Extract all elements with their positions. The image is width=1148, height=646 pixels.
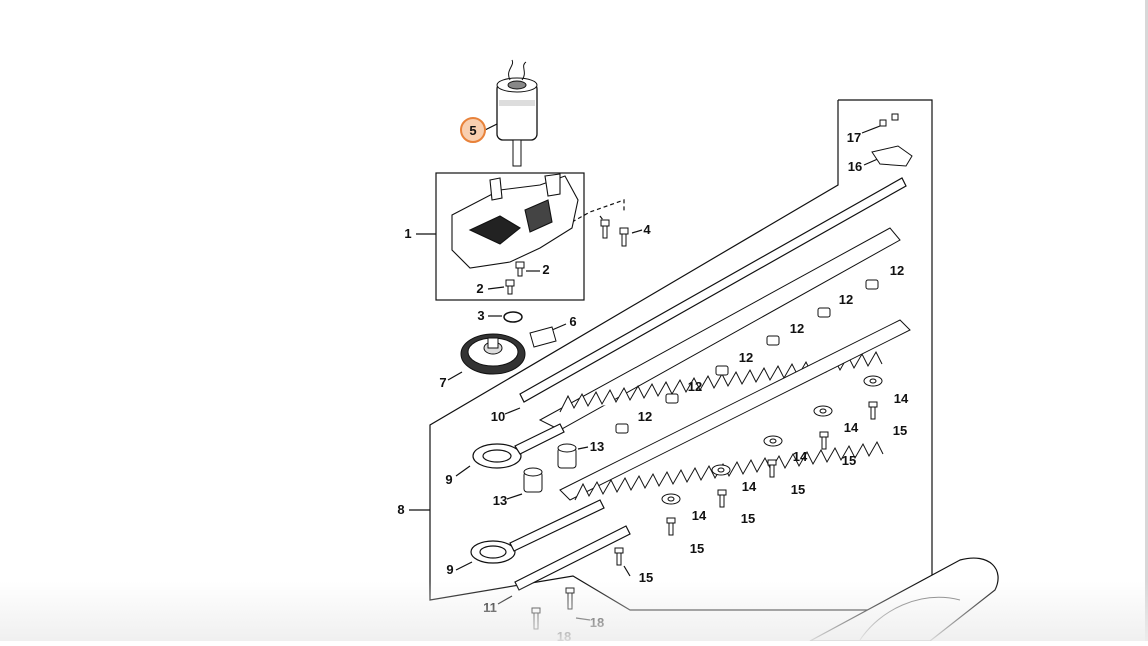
part-label-p12d[interactable]: 12 xyxy=(739,350,753,365)
highlight-marker xyxy=(460,117,486,143)
connecting-rod-lower[interactable] xyxy=(470,499,605,564)
part-label-p6[interactable]: 6 xyxy=(569,314,576,329)
part-label-p17[interactable]: 17 xyxy=(847,130,861,145)
part-label-p13a[interactable]: 13 xyxy=(590,439,604,454)
part-label-p12e[interactable]: 12 xyxy=(688,379,702,394)
part-label-p10[interactable]: 10 xyxy=(491,409,505,424)
screw-part-17[interactable] xyxy=(879,113,899,127)
part-label-p12f[interactable]: 12 xyxy=(638,409,652,424)
washer-part-14[interactable] xyxy=(661,375,883,505)
part-label-p1[interactable]: 1 xyxy=(404,226,411,241)
part-label-p7[interactable]: 7 xyxy=(439,375,446,390)
blade-kit-outline xyxy=(429,99,933,611)
part-label-p8[interactable]: 8 xyxy=(397,502,404,517)
gear-wheel-part[interactable] xyxy=(460,333,526,375)
part-label-p14c[interactable]: 14 xyxy=(793,449,808,464)
motor-part[interactable] xyxy=(496,59,538,167)
part-label-p9a[interactable]: 9 xyxy=(445,472,452,487)
circlip-part[interactable] xyxy=(503,311,523,323)
part-label-p13b[interactable]: 13 xyxy=(493,493,507,508)
screw-part-2[interactable] xyxy=(505,261,525,295)
part-label-p14b[interactable]: 14 xyxy=(844,420,859,435)
part-label-p12a[interactable]: 12 xyxy=(890,263,904,278)
gear-housing-part[interactable] xyxy=(451,173,579,269)
part-label-p15d[interactable]: 15 xyxy=(741,511,755,526)
lower-blade-part[interactable] xyxy=(559,319,911,501)
part-label-p12c[interactable]: 12 xyxy=(790,321,804,336)
part-label-p15b[interactable]: 15 xyxy=(842,453,856,468)
part-label-p14e[interactable]: 14 xyxy=(692,508,707,523)
tab-part-16[interactable] xyxy=(871,145,913,167)
part-label-p9b[interactable]: 9 xyxy=(446,562,453,577)
gear-housing-box xyxy=(435,172,585,301)
blade-rail-part[interactable] xyxy=(519,177,907,403)
part-label-p5[interactable]: 5 xyxy=(469,123,476,138)
scrollbar-edge xyxy=(1145,0,1148,641)
bottom-fade xyxy=(0,581,1148,641)
part-label-p4[interactable]: 4 xyxy=(643,222,651,237)
part-label-p3[interactable]: 3 xyxy=(477,308,484,323)
part-label-p15e[interactable]: 15 xyxy=(690,541,704,556)
part-label-p16[interactable]: 16 xyxy=(848,159,862,174)
part-label-p14a[interactable]: 14 xyxy=(894,391,909,406)
screw-part-4[interactable] xyxy=(600,219,629,247)
plate-part[interactable] xyxy=(529,326,557,348)
part-label-p14d[interactable]: 14 xyxy=(742,479,757,494)
spacer-part-13[interactable] xyxy=(523,443,577,493)
connecting-rod-upper[interactable] xyxy=(472,423,565,469)
sleeve-part-12[interactable] xyxy=(615,279,879,434)
screw-part-15[interactable] xyxy=(614,401,878,566)
part-label-p15a[interactable]: 15 xyxy=(893,423,907,438)
part-label-p15c[interactable]: 15 xyxy=(791,482,805,497)
part-label-p2b[interactable]: 2 xyxy=(476,281,483,296)
part-label-p12b[interactable]: 12 xyxy=(839,292,853,307)
part-label-p2a[interactable]: 2 xyxy=(542,262,549,277)
